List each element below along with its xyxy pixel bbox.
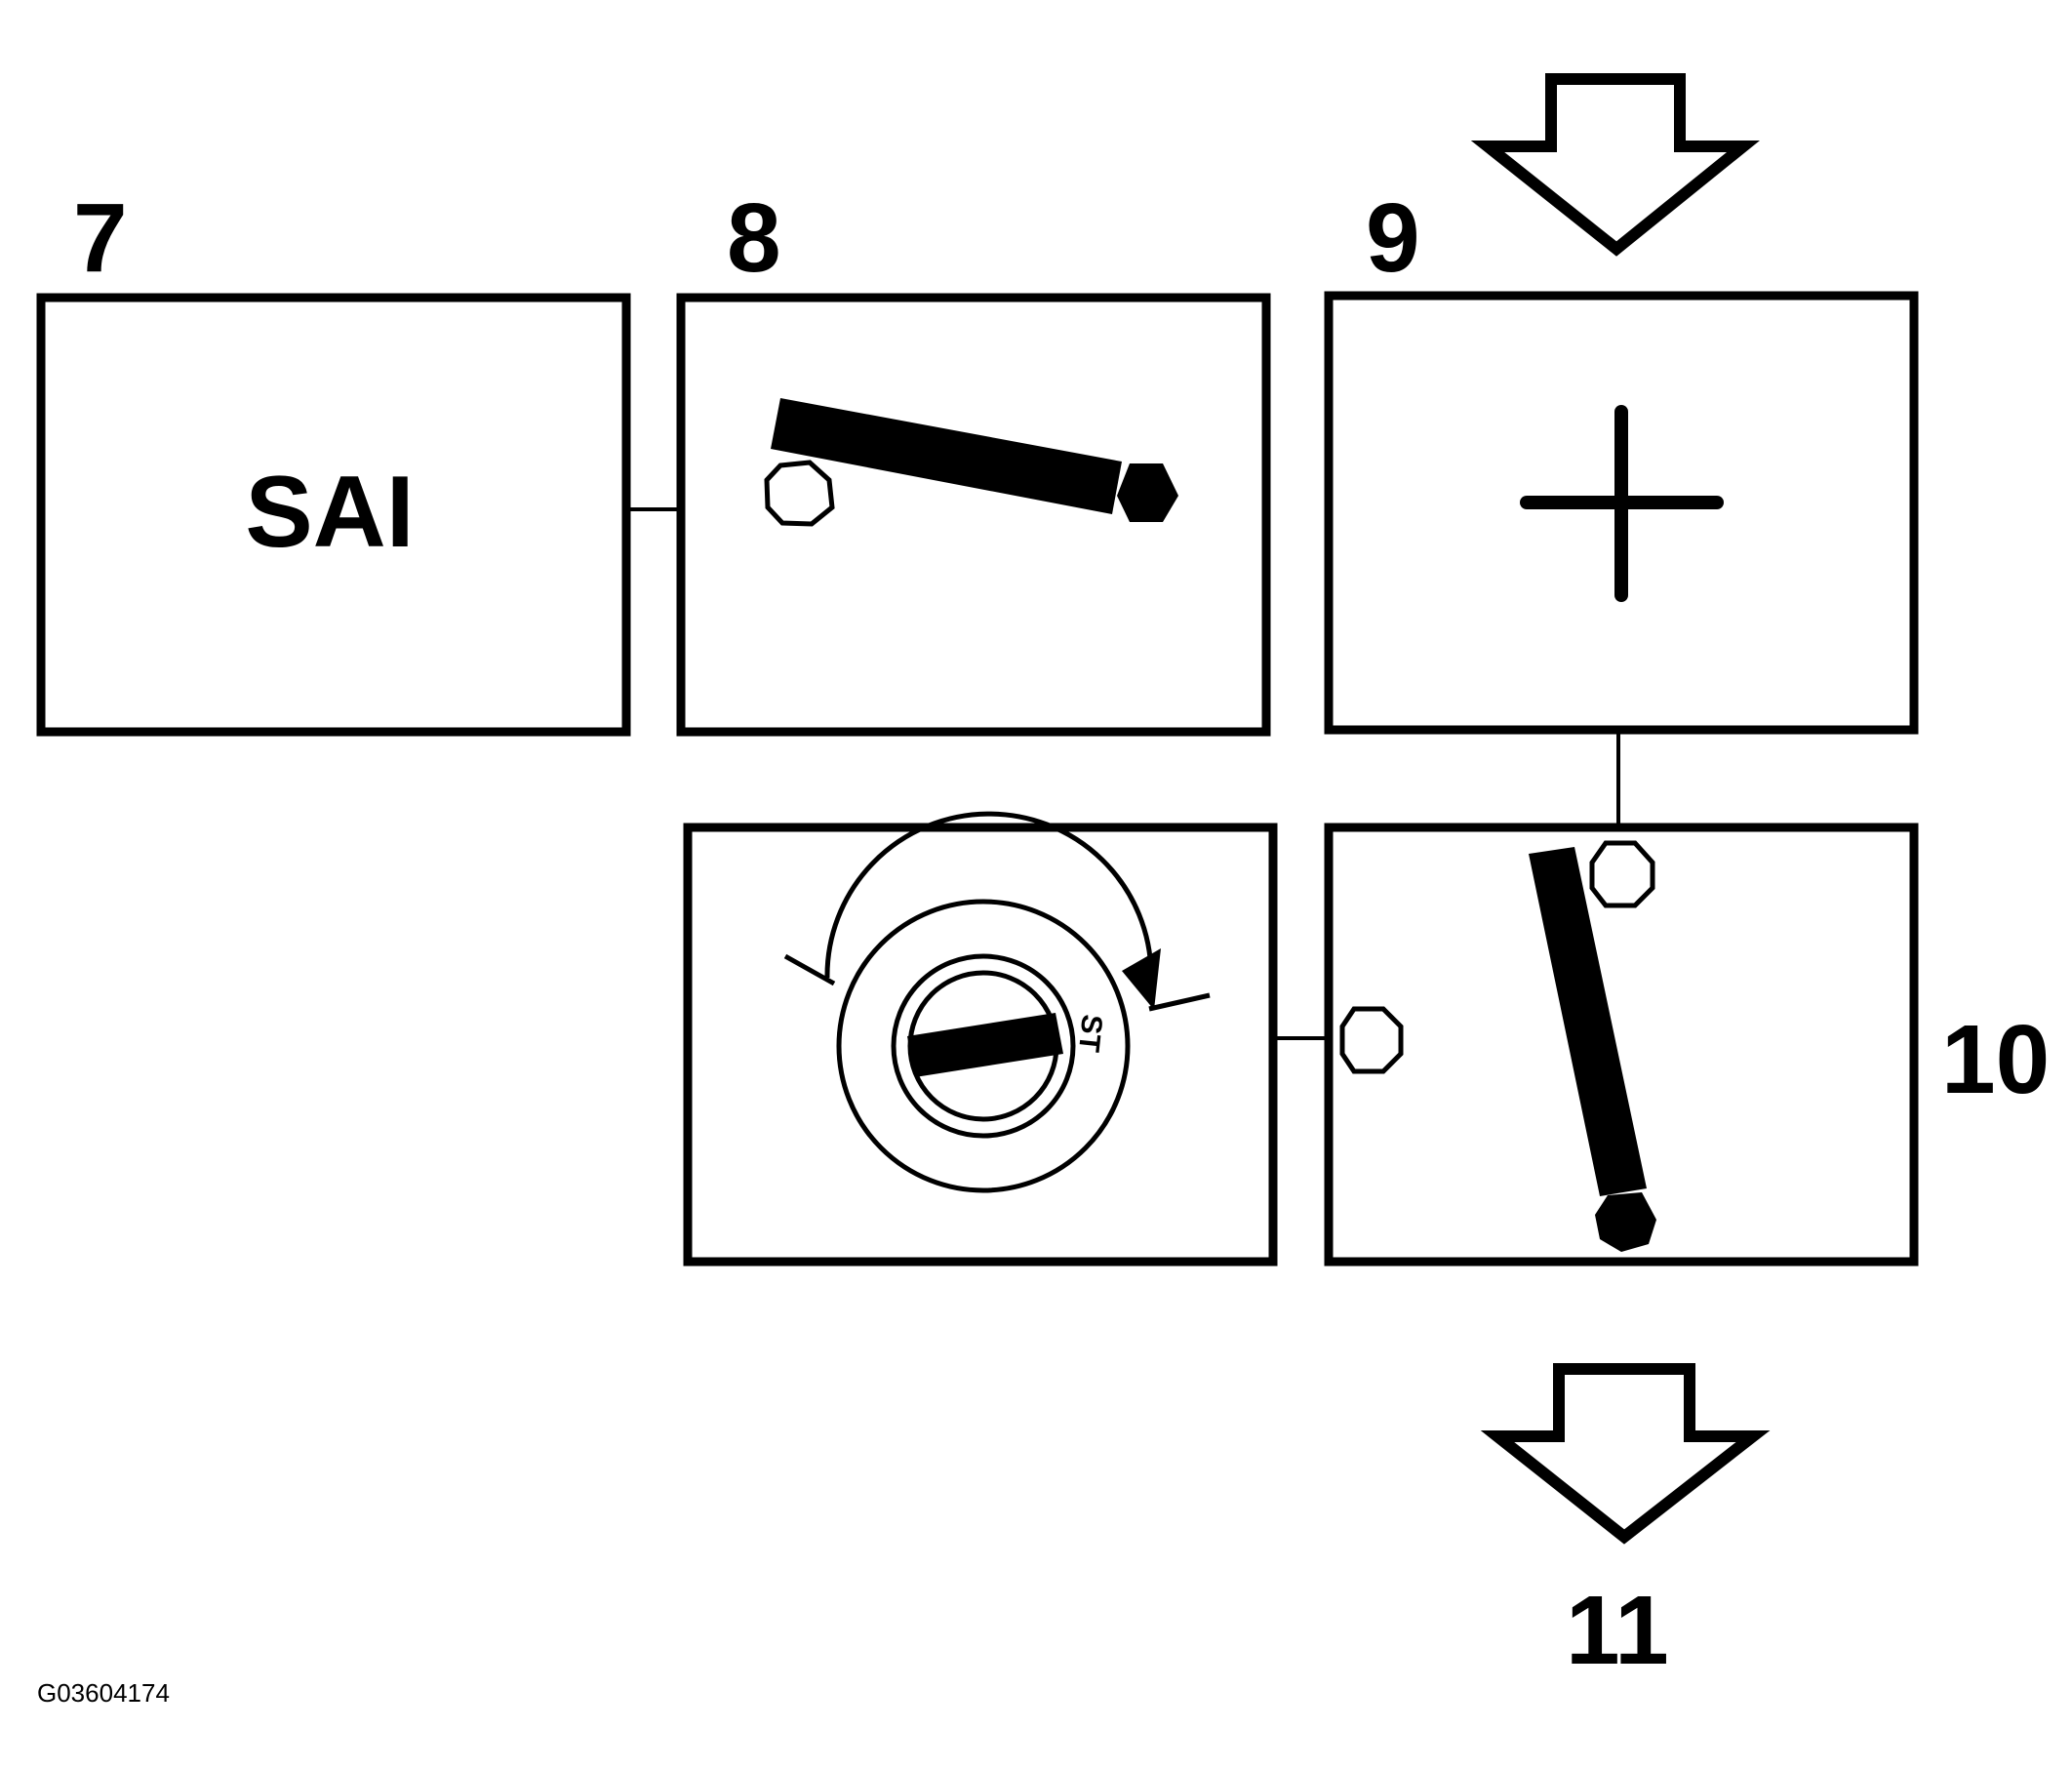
step-8-label: 8 xyxy=(727,183,781,293)
box-10 xyxy=(1324,823,1919,1267)
ignition-start-marker: ST xyxy=(1072,1013,1108,1054)
box-8 xyxy=(676,293,1271,737)
step-7-label: 7 xyxy=(73,183,128,293)
plus-icon xyxy=(1520,405,1724,602)
down-arrow-icon xyxy=(1480,1363,1771,1545)
box-ignition: ST xyxy=(683,811,1278,1267)
step-9-label: 9 xyxy=(1366,183,1420,293)
box-9 xyxy=(1324,291,1919,735)
box-7: SAI xyxy=(36,293,631,737)
figure-code: G03604174 xyxy=(37,1678,170,1708)
step-11-label: 11 xyxy=(1566,1576,1669,1685)
step-10-label: 10 xyxy=(1941,1005,2050,1114)
down-arrow-icon xyxy=(1470,73,1760,257)
sai-label: SAI xyxy=(245,456,414,569)
switch-lever-icon xyxy=(764,398,1178,527)
switch-lever-icon xyxy=(1339,840,1656,1252)
ignition-key-start-icon: ST xyxy=(783,811,1211,1193)
